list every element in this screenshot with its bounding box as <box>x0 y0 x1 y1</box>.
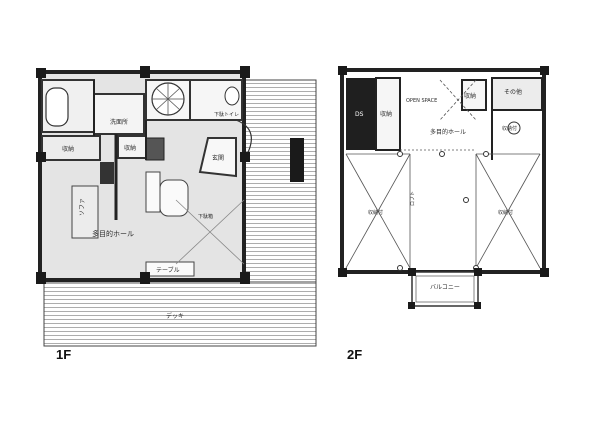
label-toilet: 下駄トイレ <box>214 111 239 118</box>
void-diagonals <box>345 79 541 269</box>
floor-2f: DS 収納 収納 その他 OPEN SPACE 多目的ホール 収納付 収納付 収… <box>338 66 549 309</box>
label-open-space: OPEN SPACE <box>406 98 437 104</box>
deck-east <box>243 79 317 283</box>
wash-room <box>93 93 145 135</box>
label-entrance: 玄関 <box>212 154 224 162</box>
label-hall-2f: 多目的ホール <box>430 128 466 136</box>
storage-side-block <box>461 79 487 111</box>
other-room <box>491 77 543 111</box>
floor-tag-2f: 2F <box>347 347 363 362</box>
label-storage-left-bottom: 収納付 <box>368 209 383 216</box>
label-ds: DS <box>355 111 364 118</box>
toilet-bowl <box>224 86 240 106</box>
structural-posts-1f <box>36 66 304 284</box>
label-sofa: ソファ <box>79 198 86 216</box>
label-balcony: バルコニー <box>430 284 460 291</box>
floor-1f: 洗面所 下駄トイレ 収納 収納 玄関 下駄箱 多目的ホール テーブル ソファ デ… <box>36 66 317 347</box>
label-center-note: ロフト <box>410 191 416 206</box>
label-hall: 多目的ホール <box>92 229 134 238</box>
balcony <box>411 271 479 307</box>
bathtub <box>45 87 69 127</box>
storage-left <box>41 135 101 161</box>
kitchen-island <box>145 171 161 213</box>
ceiling-lights <box>397 121 521 271</box>
label-table: テーブル <box>156 266 180 274</box>
storage-top-block <box>375 77 401 151</box>
label-storage-top: 収納 <box>380 110 392 118</box>
label-storage-mid: 収納 <box>124 144 136 152</box>
label-deck: デッキ <box>166 312 184 320</box>
label-other: その他 <box>504 88 522 96</box>
label-hall-fixture: 下駄箱 <box>198 213 213 220</box>
entrance-area <box>198 137 237 178</box>
label-storage-side: 収納 <box>464 92 476 100</box>
structural-posts-2f <box>338 66 549 309</box>
label-storage-left: 収納 <box>62 145 74 153</box>
label-storage-right-top: 収納付 <box>502 125 517 132</box>
dining-table <box>145 261 195 277</box>
label-storage-right-bottom: 収納付 <box>498 209 513 216</box>
kitchen-counter <box>145 137 165 161</box>
deck-south <box>43 281 317 347</box>
side-desk <box>100 162 114 184</box>
label-wash: 洗面所 <box>110 118 128 126</box>
ds-block <box>346 78 376 150</box>
floor-tag-1f: 1F <box>56 347 72 362</box>
sofa-shape <box>159 179 189 217</box>
stair-treads <box>152 83 184 115</box>
left-cabinet <box>71 185 99 239</box>
